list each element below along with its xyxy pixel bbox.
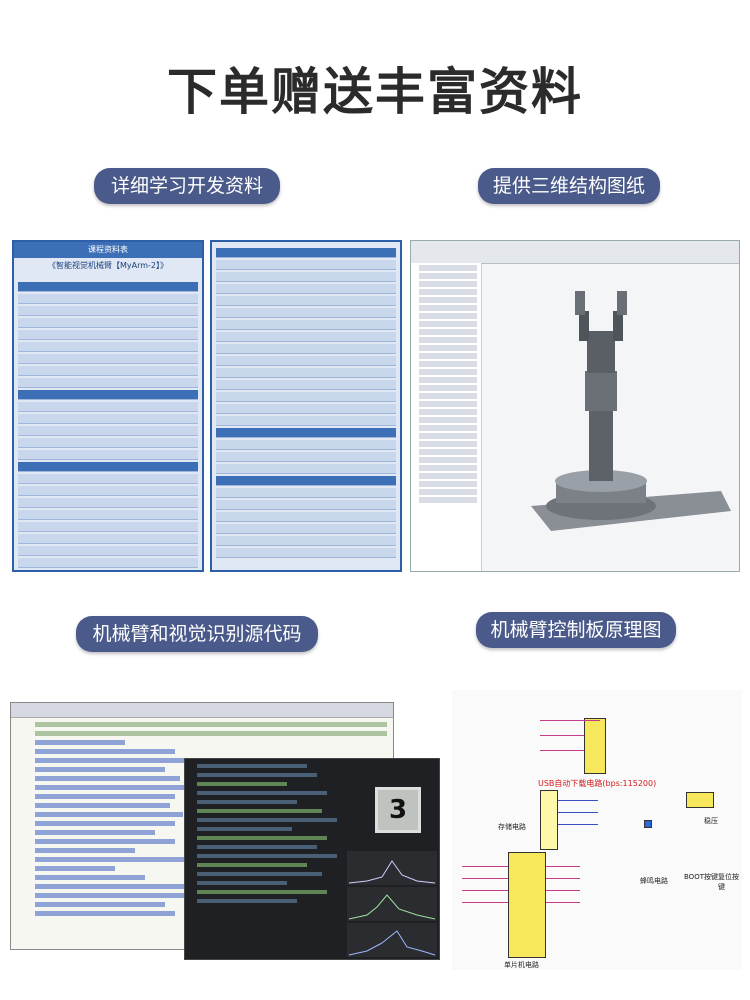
course-doc-page-1: 课程资料表 《智能视觉机械臂【MyArm-2】》 bbox=[12, 240, 204, 572]
course-doc-table bbox=[18, 282, 198, 568]
storage-chip bbox=[540, 790, 558, 850]
course-doc-page-2 bbox=[210, 240, 402, 572]
schematic-diagram: USB自动下载电路(bps:115200) 存储电路 稳压 蜂鸣电路 BOOT按… bbox=[452, 690, 742, 970]
page-title: 下单赠送丰富资料 bbox=[167, 63, 583, 121]
usb-circuit-label: USB自动下载电路(bps:115200) bbox=[538, 779, 657, 788]
badge-course-materials: 详细学习开发资料 bbox=[94, 168, 280, 204]
cad-feature-tree bbox=[411, 263, 482, 571]
histogram-charts-icon bbox=[347, 851, 437, 957]
badge-source-code: 机械臂和视觉识别源代码 bbox=[76, 616, 318, 652]
recognized-digit: 3 bbox=[375, 787, 421, 833]
led-icon bbox=[644, 820, 652, 828]
robot-arm-icon bbox=[531, 291, 731, 531]
cad-toolbar bbox=[411, 241, 739, 264]
course-doc-table-2 bbox=[216, 248, 396, 564]
usb-chip bbox=[584, 718, 606, 774]
buzzer-circuit-label: 蜂鸣电路 bbox=[640, 877, 668, 885]
storage-circuit-label: 存储电路 bbox=[498, 823, 526, 831]
mcu-circuit-label: 单片机电路 bbox=[504, 961, 539, 969]
regulator-label: 稳压 bbox=[704, 817, 718, 825]
badge-3d-drawings: 提供三维结构图纸 bbox=[478, 168, 660, 204]
boot-key-label: BOOT按键 bbox=[684, 873, 718, 881]
regulator-chip bbox=[686, 792, 714, 808]
badge-schematic: 机械臂控制板原理图 bbox=[476, 612, 676, 648]
reset-key-label: 复位按键 bbox=[718, 873, 739, 891]
code-editor-dark: 3 bbox=[184, 758, 440, 960]
course-doc-title: 《智能视觉机械臂【MyArm-2】》 bbox=[47, 261, 169, 270]
mcu-chip bbox=[508, 852, 546, 958]
course-doc-header: 课程资料表 bbox=[14, 242, 202, 258]
cad-screenshot bbox=[410, 240, 740, 572]
editor-tabs bbox=[11, 703, 393, 718]
